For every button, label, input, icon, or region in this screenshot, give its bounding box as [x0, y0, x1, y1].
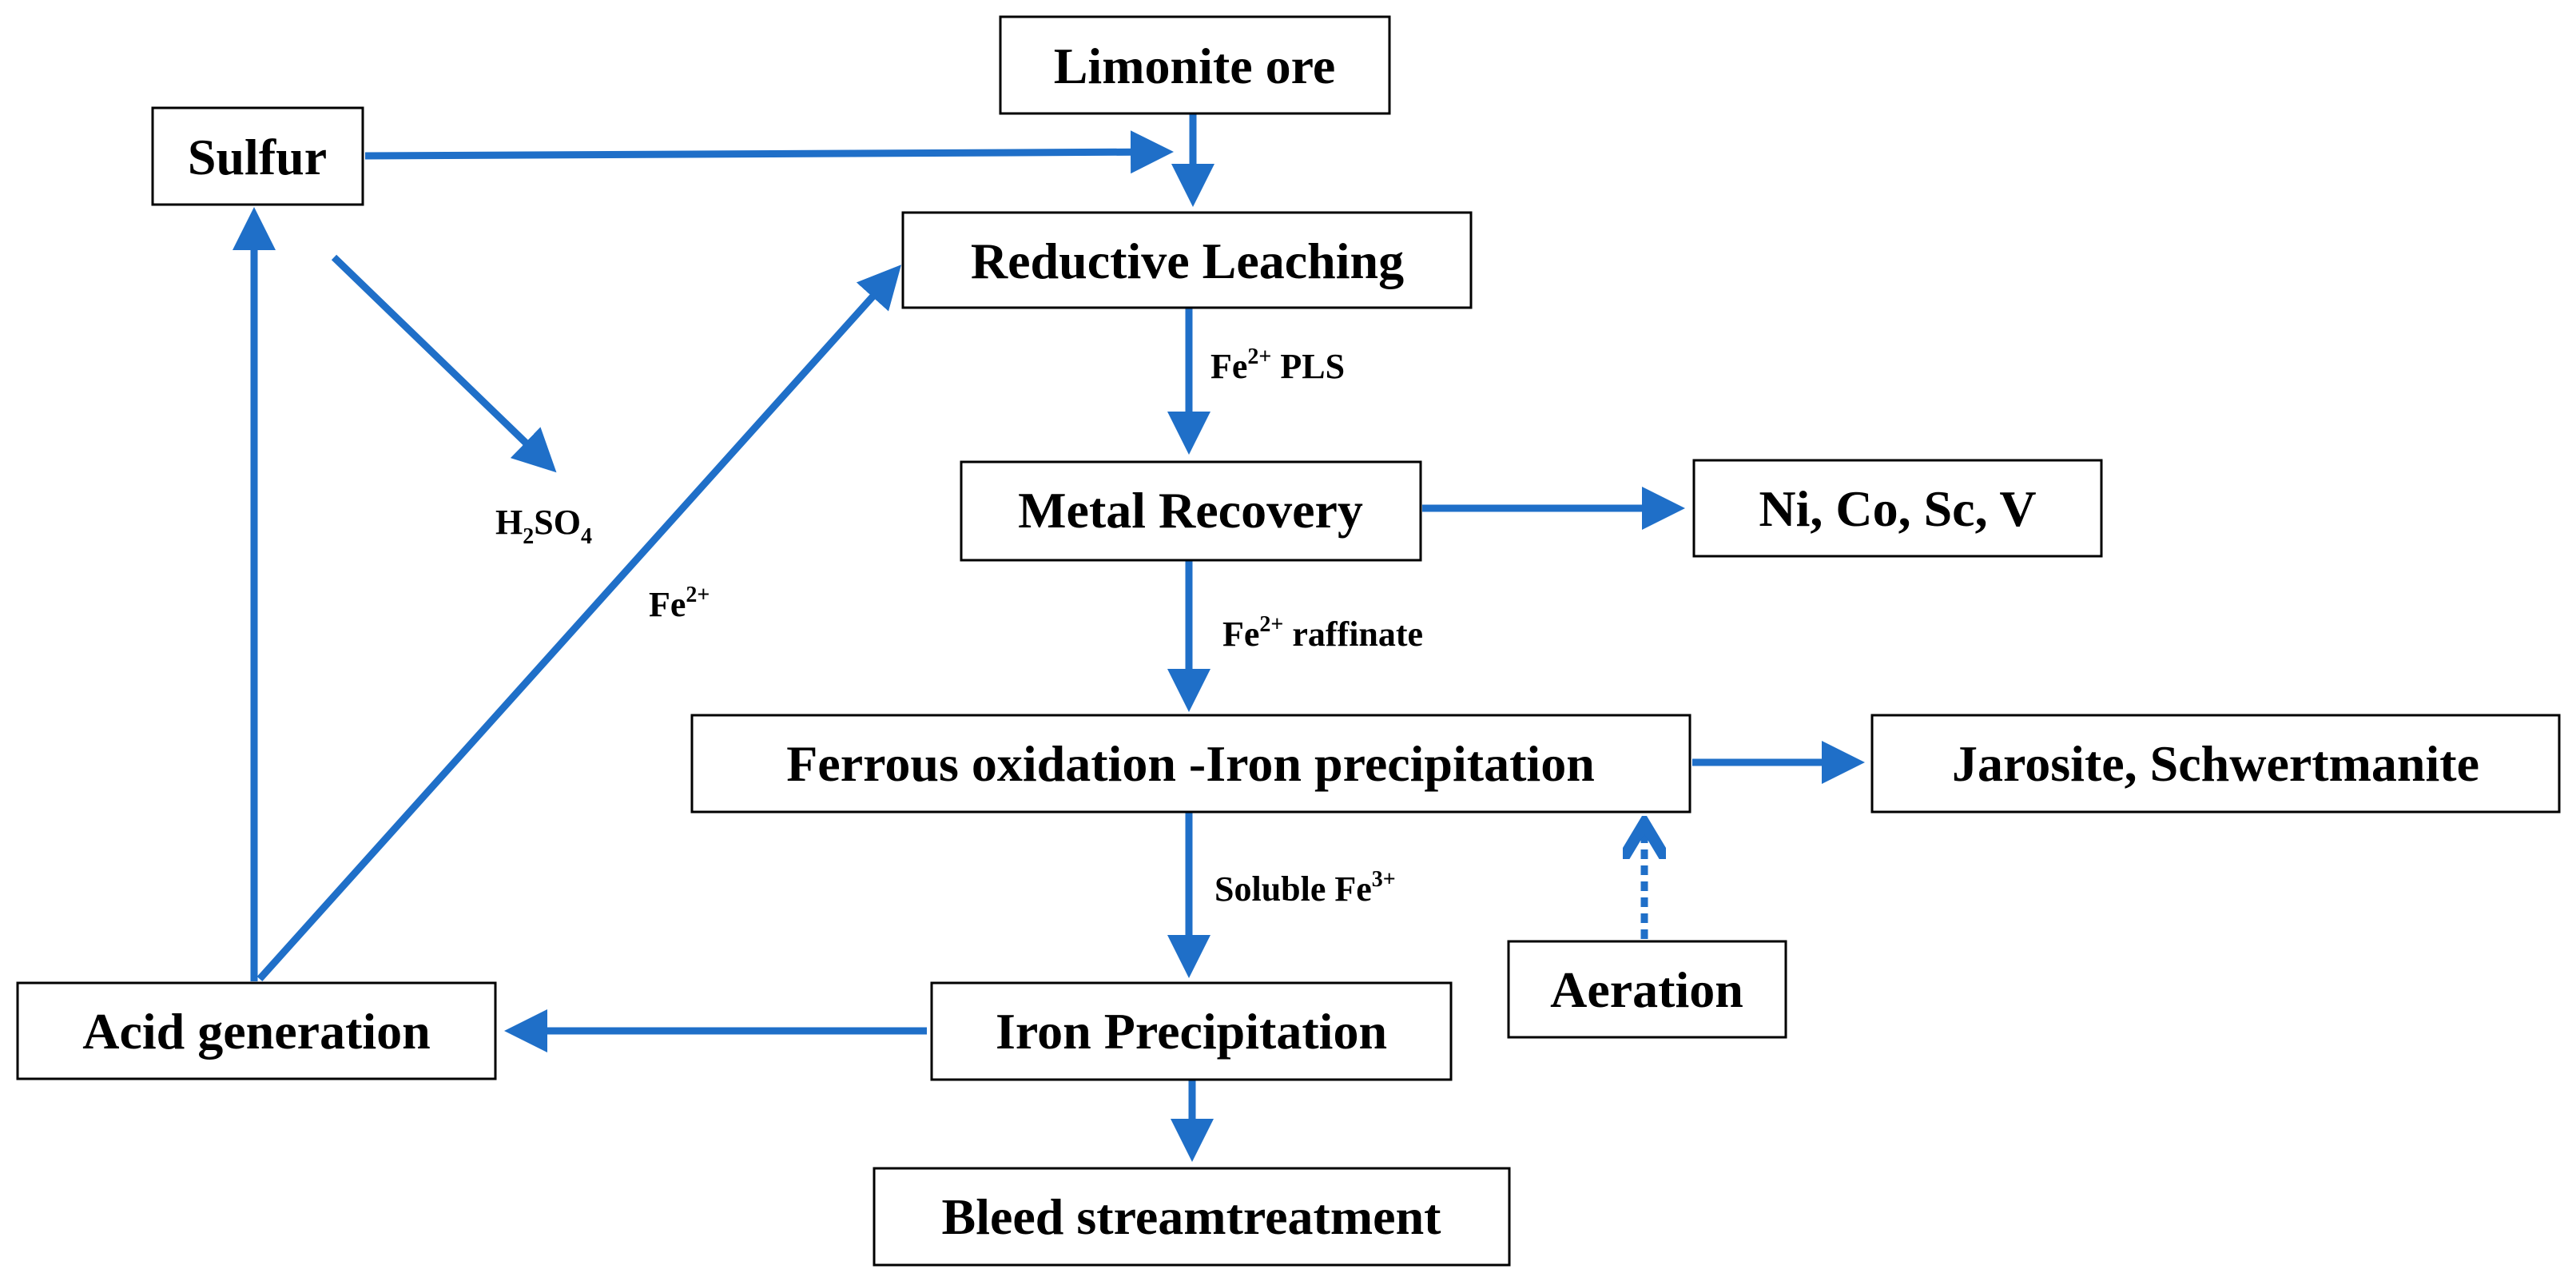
node-sulfur-label: Sulfur [188, 129, 327, 185]
node-jarosite-label: Jarosite, Schwertmanite [1952, 735, 2479, 792]
node-metal-recovery-label: Metal Recovery [1018, 482, 1363, 539]
arrow-acid-to-leaching [256, 265, 902, 982]
node-bleed-stream: Bleed streamtreatment [873, 1167, 1511, 1267]
node-acid-generation: Acid generation [16, 981, 497, 1080]
edge-label-fe2-raffinate: Fe2+ raffinate [1222, 612, 1423, 654]
edge-label-soluble-fe3: Soluble Fe3+ [1214, 867, 1396, 909]
node-ferrous-oxidation: Ferrous oxidation -Iron precipitation [690, 714, 1691, 814]
node-iron-precipitation-label: Iron Precipitation [996, 1003, 1387, 1060]
node-bleed-stream-label: Bleed streamtreatment [942, 1188, 1442, 1245]
node-reductive-leaching: Reductive Leaching [901, 211, 1473, 309]
arrow-sulfur-to-leaching [364, 130, 1174, 174]
node-aeration-label: Aeration [1550, 961, 1743, 1018]
node-metals-product: Ni, Co, Sc, V [1692, 459, 2103, 558]
arrows [233, 113, 1865, 1162]
node-jarosite: Jarosite, Schwertmanite [1870, 714, 2561, 814]
node-aeration: Aeration [1507, 940, 1787, 1039]
edge-label-h2so4: H2SO4 [495, 503, 592, 549]
node-sulfur: Sulfur [151, 106, 364, 206]
node-metals-product-label: Ni, Co, Sc, V [1759, 480, 2036, 537]
node-limonite-ore: Limonite ore [999, 15, 1391, 115]
node-iron-precipitation: Iron Precipitation [930, 981, 1453, 1081]
node-reductive-leaching-label: Reductive Leaching [971, 233, 1404, 289]
node-ferrous-oxidation-label: Ferrous oxidation -Iron precipitation [786, 735, 1595, 792]
arrow-sulfur-to-h2so4 [331, 254, 557, 473]
node-limonite-ore-label: Limonite ore [1054, 38, 1336, 94]
edge-label-fe2-return: Fe2+ [649, 583, 710, 624]
node-metal-recovery: Metal Recovery [960, 460, 1422, 562]
edge-label-fe2-pls: Fe2+ PLS [1210, 344, 1345, 386]
node-acid-generation-label: Acid generation [82, 1003, 431, 1060]
